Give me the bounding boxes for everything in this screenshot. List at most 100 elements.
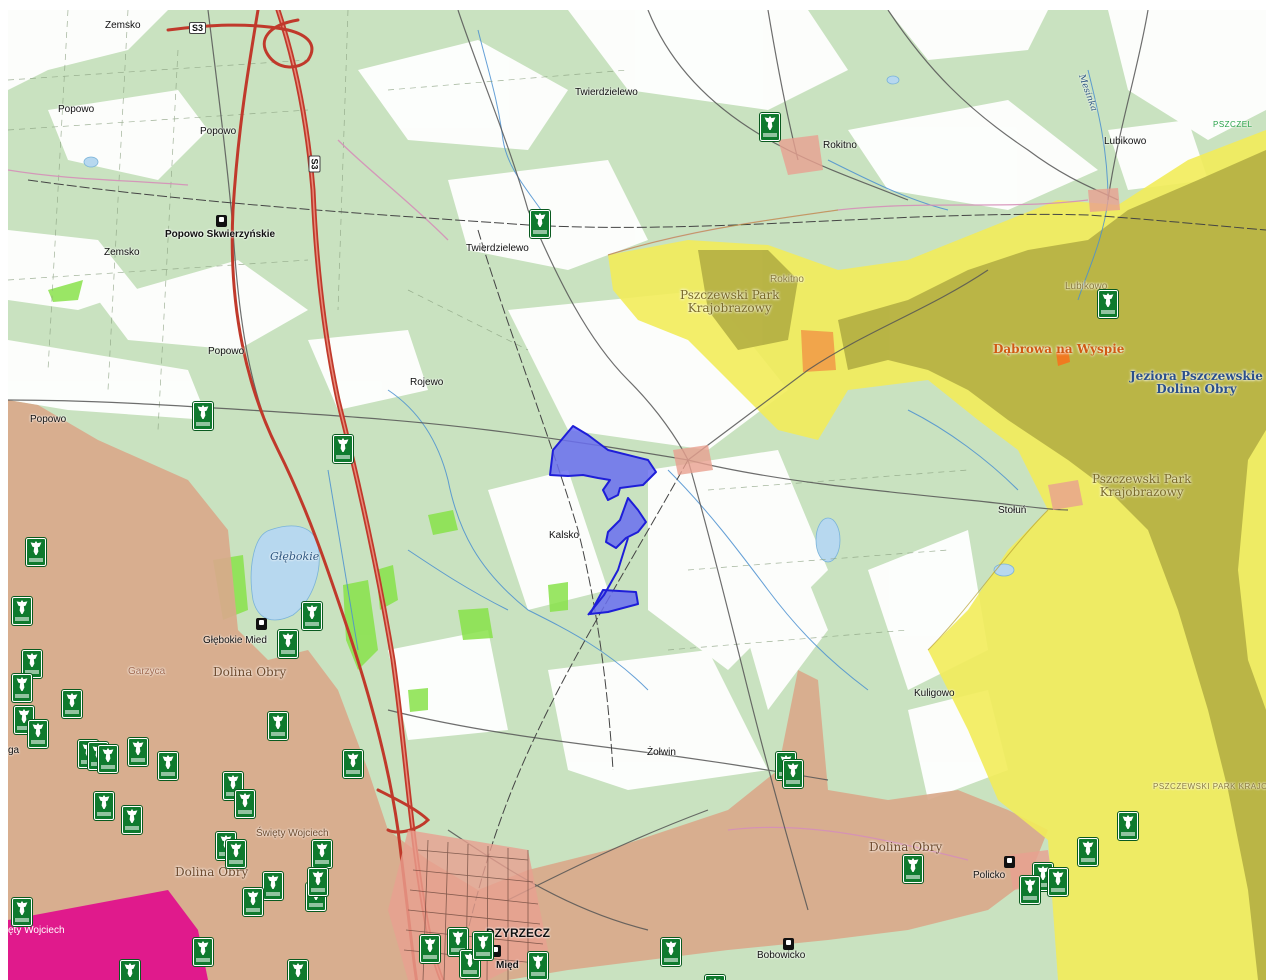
place-label: Bobowicko [757,950,806,961]
marker-tag [531,972,545,976]
eagle-icon [532,955,544,969]
park-edge-label: PSZCZEL [1213,120,1253,129]
marker-tag [266,892,280,896]
natural-monument-marker[interactable] [287,959,309,980]
eagle-icon [16,901,28,915]
marker-tag [17,726,31,730]
natural-monument-marker[interactable] [61,689,83,719]
marker-tag [1051,888,1065,892]
eagle-icon [1037,866,1049,880]
natural-monument-marker[interactable] [447,927,469,957]
eagle-icon [665,941,677,955]
main-roads [8,10,1149,931]
natura-label-line: Jeziora Pszczewskie [1130,369,1263,383]
natural-monument-marker[interactable] [25,537,47,567]
natural-monument-marker[interactable] [242,887,264,917]
marker-tag [65,710,79,714]
eagle-icon [907,858,919,872]
natural-monument-marker[interactable] [1097,289,1119,319]
eagle-icon [247,891,259,905]
natural-monument-marker[interactable] [192,937,214,967]
natural-monument-marker[interactable] [472,931,494,961]
eagle-icon [30,541,42,555]
natural-monument-marker[interactable] [157,751,179,781]
natural-monument-marker[interactable] [27,719,49,749]
natural-monument-marker[interactable] [277,629,299,659]
rail-station-icon[interactable] [256,618,267,630]
natural-monument-marker[interactable] [11,596,33,626]
natural-monument-marker[interactable] [262,871,284,901]
marker-tag [315,860,329,864]
natural-monument-marker[interactable] [1019,875,1041,905]
natural-monument-marker[interactable] [419,934,441,964]
water [83,75,1015,621]
marker-tag [336,455,350,459]
park-small-label: PSZCZEWSKI PARK KRAJO [1153,782,1266,791]
reserve-label: Dąbrowa na Wyspie [993,342,1125,356]
natural-monument-marker[interactable] [97,744,119,774]
natural-monument-marker[interactable] [704,974,726,980]
natural-monument-marker[interactable] [225,839,247,869]
marker-tag [29,558,43,562]
eagle-icon [477,935,489,949]
natural-monument-marker[interactable] [1117,811,1139,841]
natural-monument-marker[interactable] [127,737,149,767]
marker-tag [196,958,210,962]
natural-monument-marker[interactable] [21,649,43,679]
natural-monument-marker[interactable] [307,867,329,897]
eagle-icon [709,978,721,980]
marker-tag [1121,832,1135,836]
marker-tag [1101,310,1115,314]
natural-monument-marker[interactable] [301,601,323,631]
eagle-icon [282,633,294,647]
eagle-icon [316,843,328,857]
natural-monument-marker[interactable] [119,959,141,980]
natural-monument-marker[interactable] [1047,867,1069,897]
lake-label: Głębokie [270,550,320,563]
eagle-icon [1052,871,1064,885]
natural-monument-marker[interactable] [93,791,115,821]
rail-station-icon[interactable] [490,945,501,957]
rail-station-icon[interactable] [1004,856,1015,868]
natural-monument-marker[interactable] [759,112,781,142]
marker-tag [1081,858,1095,862]
marker-tag [161,772,175,776]
natural-monument-marker[interactable] [121,805,143,835]
map-viewport[interactable]: Zemsko Popowo Popowo Twierdzielewo Rokit… [8,10,1266,980]
place-label: Międ [496,960,519,971]
map-canvas[interactable] [8,10,1266,980]
place-label: Popowo [208,346,245,357]
eagle-icon [306,605,318,619]
natural-monument-marker[interactable] [782,759,804,789]
natural-monument-marker[interactable] [527,951,549,980]
eagle-icon [227,775,239,789]
marker-tag [25,670,39,674]
marker-tag [196,422,210,426]
eagle-icon [132,741,144,755]
marker-tag [97,812,111,816]
place-label: Święty Wojciech [256,828,329,839]
open-land [8,10,1266,800]
natural-monument-marker[interactable] [234,789,256,819]
place-label: Twierdzielewo [466,243,529,254]
natural-monument-marker[interactable] [529,209,551,239]
natural-monument-marker[interactable] [332,434,354,464]
place-label: Stołuń [998,505,1027,516]
park-label-line: Pszczewski Park [680,288,780,302]
natural-monument-marker[interactable] [11,897,33,927]
natural-monument-marker[interactable] [902,854,924,884]
natural-monument-marker[interactable] [11,673,33,703]
natural-monument-marker[interactable] [192,401,214,431]
natural-monument-marker[interactable] [342,749,364,779]
marker-tag [476,952,490,956]
natural-monument-marker[interactable] [311,839,333,869]
rail-station-icon[interactable] [216,215,227,227]
rail-station-icon[interactable] [783,938,794,950]
natural-monument-marker[interactable] [1077,837,1099,867]
eagle-icon [197,941,209,955]
natural-monument-marker[interactable] [267,711,289,741]
natural-monument-marker[interactable] [660,937,682,967]
place-label: Popowo [58,104,95,115]
marker-tag [238,810,252,814]
olive-zone [698,150,1266,980]
